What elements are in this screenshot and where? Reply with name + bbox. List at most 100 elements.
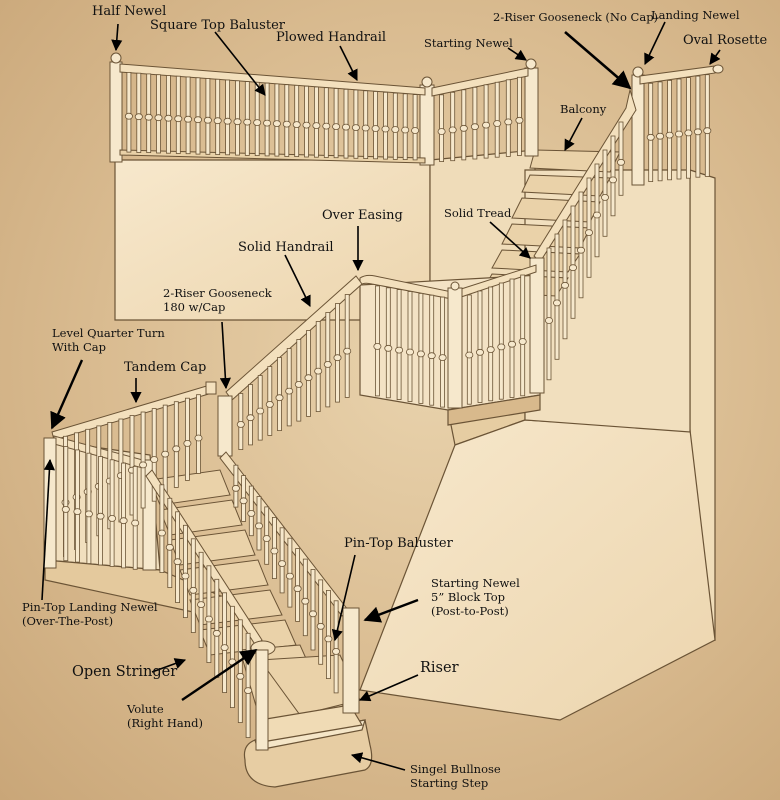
baluster (509, 278, 515, 398)
baluster (264, 82, 270, 157)
baluster (440, 296, 446, 408)
baluster (477, 290, 483, 403)
baluster-turning (278, 560, 287, 567)
baluster (184, 397, 190, 481)
baluster (237, 619, 243, 723)
baluster-turning (244, 687, 253, 694)
label-half-newel: Half Newel (92, 4, 167, 19)
baluster-turning (438, 354, 447, 362)
baluster (294, 85, 300, 157)
baluster (418, 292, 424, 404)
baluster-turning (253, 119, 262, 126)
baluster-turning (656, 132, 665, 140)
baluster-turning (323, 360, 332, 368)
label-pin-top-baluster: Pin-Top Baluster (344, 536, 453, 551)
baluster (235, 80, 240, 156)
baluster (195, 77, 201, 155)
baluster-turning (384, 344, 393, 352)
upper-flight-rail (529, 88, 637, 394)
baluster (310, 569, 316, 651)
baluster-turning (314, 367, 323, 375)
label-gooseneck-no-cap: 2-Riser Gooseneck (No Cap) (493, 10, 659, 24)
baluster (494, 81, 500, 158)
baluster (461, 89, 467, 161)
baluster-turning (189, 586, 198, 594)
baluster (287, 537, 293, 608)
baluster (129, 415, 135, 516)
baluster (546, 247, 552, 381)
baluster-turning (157, 529, 166, 537)
baluster-turning (593, 211, 602, 219)
volute-rail (145, 469, 276, 751)
baluster-turning (518, 338, 527, 345)
baluster-turning (448, 126, 457, 134)
label-riser: Riser (420, 660, 459, 676)
baluster (205, 78, 211, 155)
baluster (156, 74, 161, 154)
baluster-turning (161, 450, 170, 458)
baluster-turning (263, 119, 272, 127)
baluster (353, 89, 359, 159)
baluster-turning (675, 130, 684, 138)
baluster (222, 592, 228, 693)
baluster (586, 177, 592, 278)
baluster (562, 219, 568, 340)
baluster (214, 578, 220, 678)
lower-right-balusters (231, 464, 341, 694)
baluster (159, 484, 165, 573)
baluster-turning (332, 648, 341, 655)
baluster (284, 84, 290, 157)
baluster-turning (173, 558, 182, 566)
baluster-turning (504, 118, 513, 126)
baluster-turning (144, 113, 153, 121)
baluster-turning (183, 439, 192, 447)
baluster-turning (212, 629, 221, 637)
baluster-turning (391, 126, 400, 133)
baluster (325, 312, 331, 408)
baluster (505, 79, 511, 157)
baluster (277, 357, 282, 431)
baluster (676, 78, 682, 180)
label-balcony: Balcony (560, 102, 607, 116)
baluster (245, 632, 251, 738)
baluster-turning (220, 644, 229, 651)
baluster (206, 565, 212, 663)
baluster-turning (569, 264, 578, 272)
baluster (325, 590, 331, 680)
baluster (244, 81, 250, 156)
baluster (333, 88, 339, 159)
baluster (335, 303, 340, 403)
baluster-turning (601, 193, 610, 201)
bullnose-step (243, 704, 373, 788)
baluster-turning (239, 497, 248, 505)
baluster (472, 86, 478, 160)
baluster (190, 538, 196, 633)
baluster (151, 408, 157, 502)
baluster (618, 121, 624, 196)
baluster (173, 401, 179, 488)
baluster-turning (282, 120, 291, 128)
baluster-turning (693, 128, 702, 136)
baluster (466, 294, 472, 405)
baluster-turning (243, 118, 252, 126)
baluster (146, 73, 152, 153)
baluster-turning (193, 116, 202, 124)
label-tandem-cap: Tandem Cap (124, 360, 207, 375)
baluster-turning (204, 615, 213, 623)
baluster-turning (585, 229, 594, 237)
baluster-turning (73, 508, 82, 516)
baluster-turning (181, 572, 190, 580)
baluster-turning (150, 456, 159, 463)
baluster-turning (351, 124, 360, 131)
baluster-turning (416, 350, 425, 358)
baluster-turning (265, 400, 274, 408)
baluster-turning (507, 340, 516, 348)
baluster (121, 462, 126, 569)
baluster-turning (545, 317, 554, 324)
baluster (313, 86, 319, 158)
baluster-turning (184, 115, 193, 123)
baluster (488, 286, 494, 402)
